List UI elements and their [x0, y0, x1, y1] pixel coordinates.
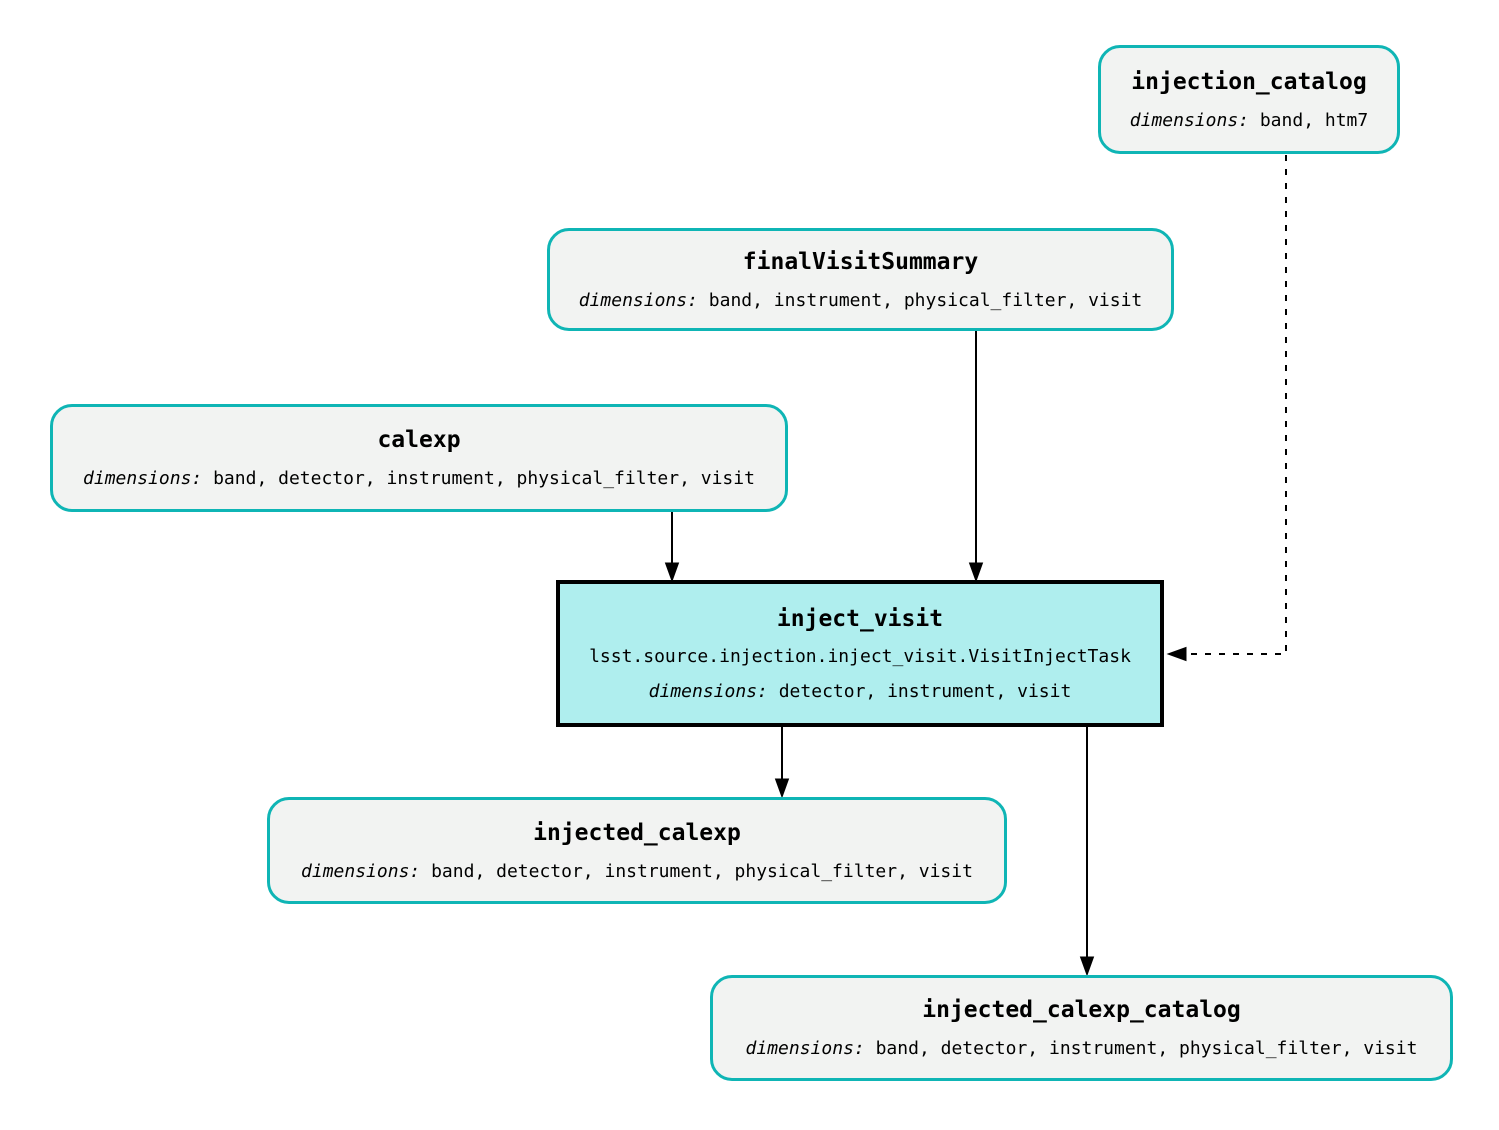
dataset-node-injection-catalog: injection_catalog dimensions: band, htm7	[1098, 45, 1400, 154]
node-title: injection_catalog	[1131, 68, 1367, 95]
dimensions-values: band, instrument, physical_filter, visit	[708, 289, 1143, 311]
edge-calexp-to-inject-visit	[664, 512, 680, 583]
edge-finalvisitsummary-to-inject-visit	[968, 331, 984, 583]
dataset-node-calexp: calexp dimensions: band, detector, instr…	[50, 404, 788, 512]
dimensions-values: band, htm7	[1259, 109, 1369, 131]
node-title: calexp	[377, 427, 461, 453]
dimensions-values: band, detector, instrument, physical_fil…	[875, 1038, 1418, 1059]
node-dimensions: dimensions: band, detector, instrument, …	[83, 468, 755, 490]
edge-inject-visit-to-injected-calexp	[774, 727, 790, 799]
node-title: injected_calexp	[533, 819, 741, 846]
node-dimensions: dimensions: band, detector, instrument, …	[746, 1038, 1418, 1060]
dataset-node-injected-calexp-catalog: injected_calexp_catalog dimensions: band…	[710, 975, 1453, 1081]
dimensions-label: dimensions:	[648, 680, 768, 702]
node-title: finalVisitSummary	[742, 248, 979, 275]
dimensions-label: dimensions:	[1129, 109, 1249, 131]
node-dimensions: dimensions: band, detector, instrument, …	[301, 861, 973, 883]
node-dimensions: dimensions: detector, instrument, visit	[649, 681, 1072, 703]
dataset-node-injected-calexp: injected_calexp dimensions: band, detect…	[267, 797, 1007, 904]
task-node-inject-visit: inject_visit lsst.source.injection.injec…	[556, 580, 1164, 727]
dimensions-label: dimensions:	[745, 1038, 865, 1059]
dataset-node-finalvisitsummary: finalVisitSummary dimensions: band, inst…	[547, 228, 1174, 331]
node-title: inject_visit	[776, 605, 944, 632]
dimensions-label: dimensions:	[301, 860, 421, 882]
node-dimensions: dimensions: band, instrument, physical_f…	[579, 290, 1143, 312]
edge-injection-catalog-to-inject-visit	[1166, 155, 1287, 662]
dimensions-values: band, detector, instrument, physical_fil…	[213, 468, 755, 489]
dimensions-label: dimensions:	[578, 289, 698, 311]
dimensions-values: band, detector, instrument, physical_fil…	[431, 860, 973, 882]
edge-inject-visit-to-injected-calexp-catalog	[1079, 727, 1095, 977]
dimensions-values: detector, instrument, visit	[778, 680, 1072, 702]
dimensions-label: dimensions:	[83, 468, 203, 489]
task-class-path: lsst.source.injection.inject_visit.Visit…	[589, 645, 1131, 667]
node-dimensions: dimensions: band, htm7	[1130, 110, 1368, 132]
node-title: injected_calexp_catalog	[922, 997, 1241, 1023]
